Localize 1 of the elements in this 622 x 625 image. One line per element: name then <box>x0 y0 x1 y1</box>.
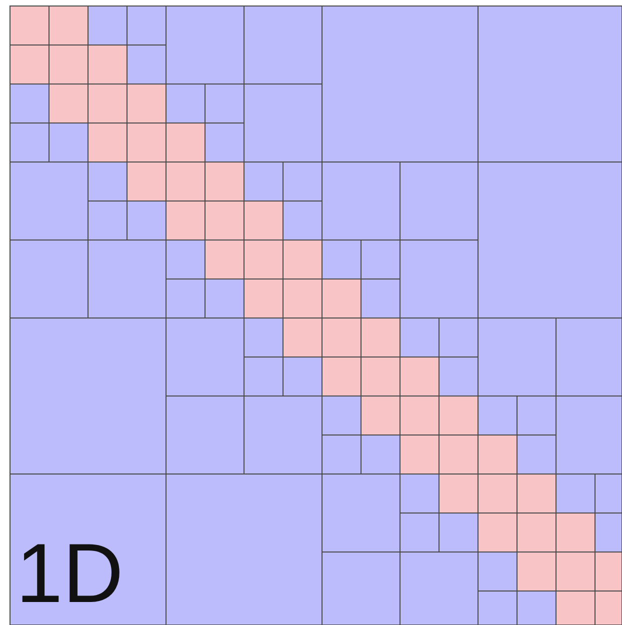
dimension-label: 1D <box>16 531 124 615</box>
